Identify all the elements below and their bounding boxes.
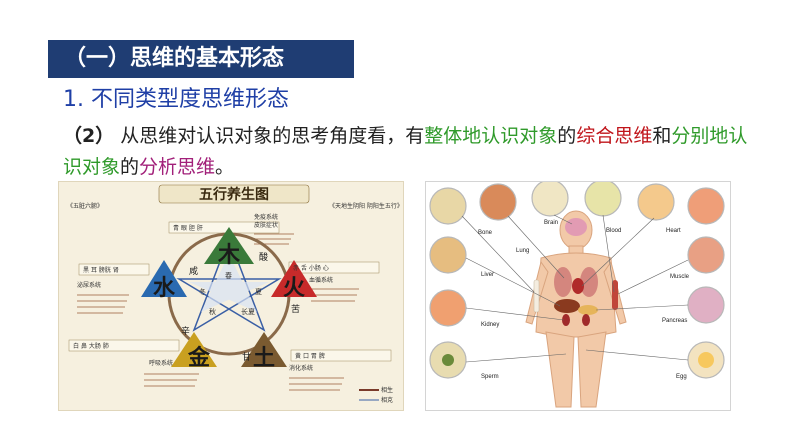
heart-shape <box>572 278 584 294</box>
paragraph-text-9: 。 <box>215 156 235 178</box>
immune-system-label: 免疫系统 <box>254 213 278 221</box>
label-kidney: Kidney <box>481 322 499 328</box>
paragraph-text-1: 从思维对认识对象的思考角度看，有 <box>114 125 425 147</box>
diagram-side-right: 《天地生阴阳 阴阳生五行》 <box>329 202 403 210</box>
season-autumn: 秋 <box>209 307 216 316</box>
taste-bitter: 苦 <box>291 303 300 315</box>
paragraph-text-7: 的 <box>120 156 140 178</box>
organs-wood: 青 眼 胆 肝 <box>173 224 203 232</box>
season-spring: 春 <box>225 271 232 280</box>
human-cells-diagram: Bone Lung Brain Blood Heart Liver Muscle… <box>425 179 731 411</box>
season-winter: 冬 <box>199 287 206 296</box>
element-water: 水 <box>153 275 176 301</box>
label-muscle: Muscle <box>670 274 690 280</box>
label-liver: Liver <box>481 272 494 278</box>
taste-salty: 咸 <box>189 265 198 277</box>
bone-shape <box>533 279 540 313</box>
label-heart: Heart <box>666 228 681 234</box>
section-heading: 1. 不同类型度思维形态 <box>63 87 289 112</box>
diagram-side-left: 《五脏六腑》 <box>67 202 103 210</box>
circulatory-system-label: 血循系统 <box>309 276 333 284</box>
urinary-system-label: 泌尿系统 <box>77 281 101 289</box>
label-blood: Blood <box>606 228 621 234</box>
paragraph-text-5: 和 <box>652 125 672 147</box>
label-brain: Brain <box>544 220 558 226</box>
taste-sweet: 甘 <box>242 351 251 363</box>
legend-restrain: 相克 <box>381 396 393 404</box>
taste-pungent: 辛 <box>181 325 190 337</box>
legend-generate: 相生 <box>381 386 393 394</box>
highlight-separate: 分别地认识对象 <box>63 125 748 178</box>
paragraph-text-3: 的 <box>557 125 577 147</box>
taste-sour: 酸 <box>259 252 268 263</box>
kidney-right-shape <box>582 314 590 326</box>
organs-fire: 赤 舌 小肠 心 <box>293 264 329 272</box>
liver-shape <box>554 299 580 313</box>
label-sperm: Sperm <box>481 374 499 380</box>
organs-water: 黑 耳 膀胱 肾 <box>83 266 119 274</box>
five-elements-svg: 五行养生图 《五脏六腑》 《天地生阴阳 阴阳生五行》 免疫系统 血循系统 泌尿系… <box>67 184 403 404</box>
label-lung: Lung <box>516 248 529 254</box>
brain-shape <box>565 218 587 236</box>
pancreas-shape <box>578 305 598 315</box>
highlight-synthesis: 综合思维 <box>576 125 653 147</box>
element-fire: 火 <box>283 275 305 301</box>
digestive-system-label: 消化系统 <box>289 364 313 372</box>
body-paragraph: （2） 从思维对认识对象的思考角度看，有整体地认识对象的综合思维和分别地认识对象… <box>63 121 763 183</box>
label-pancreas: Pancreas <box>662 318 687 324</box>
highlight-whole: 整体地认识对象 <box>424 125 558 147</box>
kidney-left-shape <box>562 314 570 326</box>
element-metal: 金 <box>187 345 211 371</box>
element-wood: 木 <box>217 242 241 268</box>
lung-right-shape <box>580 267 598 297</box>
season-summer: 夏 <box>255 288 262 296</box>
page-title: （一）思维的基本形态 <box>64 46 285 71</box>
highlight-analysis: 分析思维 <box>139 156 216 178</box>
five-elements-diagram: 五行养生图 《五脏六腑》 《天地生阴阳 阴阳生五行》 免疫系统 血循系统 泌尿系… <box>58 181 404 411</box>
organs-earth: 黄 口 胃 脾 <box>295 352 325 360</box>
diagram-title: 五行养生图 <box>199 186 269 203</box>
label-bone: Bone <box>478 230 493 236</box>
paragraph-number: （2） <box>63 125 115 147</box>
label-egg: Egg <box>676 374 687 380</box>
lung-left-shape <box>554 267 572 297</box>
organs-metal: 白 鼻 大肠 肺 <box>73 342 109 350</box>
element-earth: 土 <box>253 345 275 371</box>
human-cells-svg: Bone Lung Brain Blood Heart Liver Muscle… <box>429 179 725 408</box>
respiratory-system-label: 呼吸系统 <box>149 359 173 367</box>
skin-symptom-label: 皮肤症状 <box>254 221 278 229</box>
season-long-summer: 长夏 <box>241 307 255 316</box>
title-bar <box>48 40 354 78</box>
